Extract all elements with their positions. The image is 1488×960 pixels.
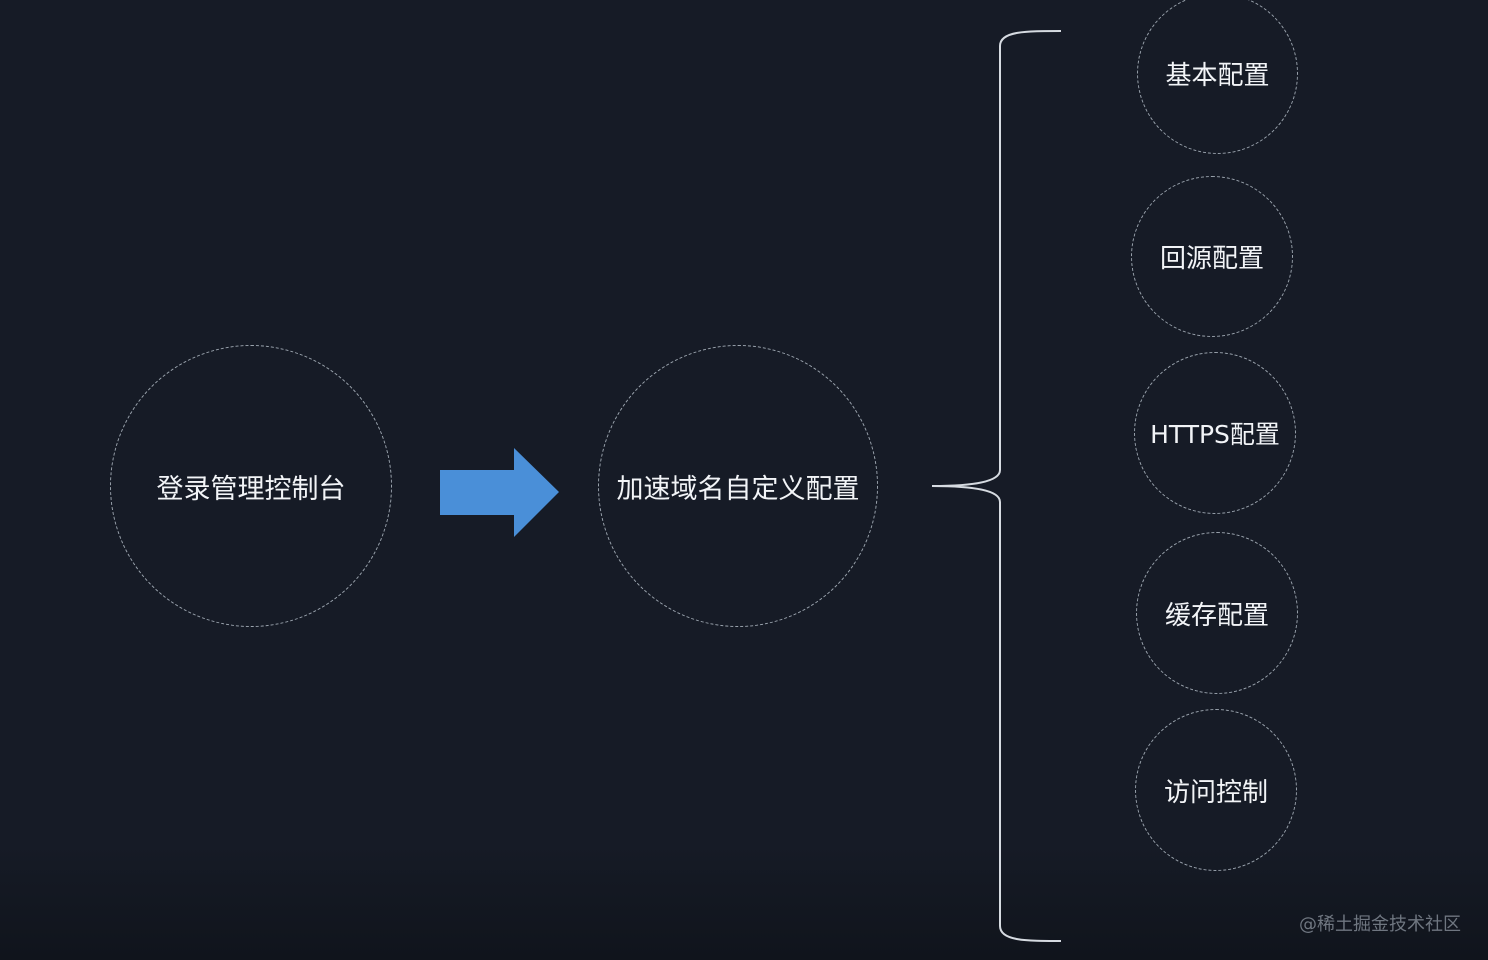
node-origin-label: 回源配置 [1159,244,1264,274]
watermark: @稀土掘金技术社区 [1299,914,1461,935]
node-basic-label: 基本配置 [1165,61,1270,91]
node-origin-config: 回源配置 [1131,176,1293,337]
node-https-config: HTTPS配置 [1134,352,1296,514]
node-cache-config: 缓存配置 [1136,532,1298,694]
node-basic-config: 基本配置 [1137,0,1298,154]
node-console-label: 登录管理控制台 [156,473,346,505]
node-domain-label: 加速域名自定义配置 [616,473,860,505]
node-access-control: 访问控制 [1135,709,1297,871]
node-https-label: HTTPS配置 [1150,420,1280,449]
node-cache-label: 缓存配置 [1164,600,1269,631]
node-console-login: 登录管理控制台 [110,345,392,627]
node-domain-config: 加速域名自定义配置 [598,345,878,627]
flow-arrow [440,448,559,537]
curly-brace [931,30,1062,942]
node-access-label: 访问控制 [1163,777,1268,808]
